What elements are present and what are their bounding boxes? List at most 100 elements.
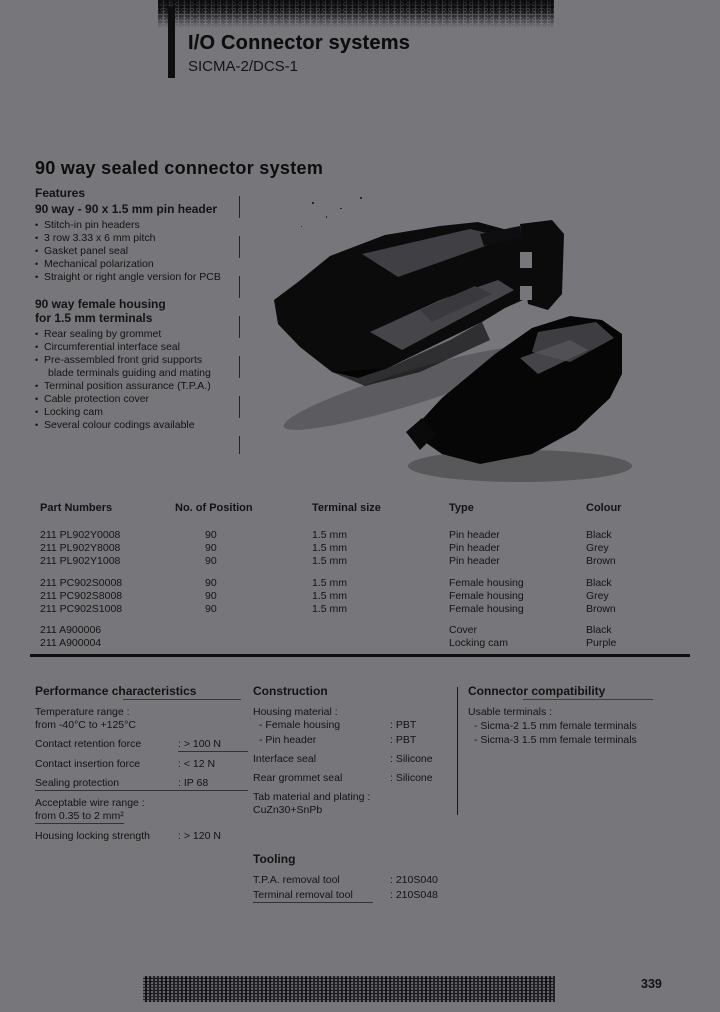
spec-value: : Silicone	[390, 772, 433, 784]
cell-part-number: 211 PL902Y0008	[40, 529, 121, 541]
spec-row: - Pin header : PBT	[253, 734, 455, 747]
feature-item: Circumferential interface seal	[35, 341, 250, 354]
cell-type: Female housing	[449, 590, 524, 602]
cell-part-number: 211 PC902S0008	[40, 577, 123, 589]
cell-terminal-size: 1.5 mm	[312, 542, 348, 554]
spec-value: : PBT	[390, 719, 417, 731]
spec-label-line1: Temperature range :	[35, 706, 130, 718]
cell-terminal-size: 1.5 mm	[312, 529, 348, 541]
performance-heading: Performance characteristics	[35, 684, 248, 700]
column-header-terminal-size: Terminal size	[312, 502, 381, 514]
features-list: Rear sealing by grommet Circumferential …	[35, 328, 250, 432]
spec-label: Terminal removal tool	[253, 889, 373, 903]
tooling-section: Tooling T.P.A. removal tool : 210S040 Te…	[253, 852, 478, 903]
cell-colour: Grey	[586, 590, 609, 602]
table-group-pin-headers: 211 PL902Y0008 90 1.5 mm Pin header Blac…	[40, 529, 695, 568]
cell-terminal-size: 1.5 mm	[312, 555, 348, 567]
parts-table: Part Numbers No. of Position Terminal si…	[40, 502, 695, 650]
cell-positions: 90	[205, 577, 217, 589]
spec-value: : > 120 N	[178, 830, 221, 842]
cell-colour: Black	[586, 577, 612, 589]
spec-label: Acceptable wire range : from 0.35 to 2 m…	[35, 797, 145, 824]
features-group-female-housing: 90 way female housing for 1.5 mm termina…	[35, 297, 250, 432]
cell-colour: Black	[586, 624, 612, 636]
cell-positions: 90	[205, 590, 217, 602]
compat-item: - Sicma-3 1.5 mm female terminals	[474, 734, 637, 746]
table-row: 211 A900006 Cover Black	[40, 624, 695, 637]
spec-label-line2: CuZn30+SnPb	[253, 804, 323, 816]
spec-row: Sealing protection : IP 68	[35, 777, 248, 791]
feature-item: Rear sealing by grommet	[35, 328, 250, 341]
feature-item: Gasket panel seal	[35, 245, 250, 258]
spec-label: T.P.A. removal tool	[253, 874, 340, 886]
spec-value: : < 12 N	[178, 758, 216, 770]
column-header-type: Type	[449, 502, 474, 514]
cell-terminal-size: 1.5 mm	[312, 603, 348, 615]
table-row: 211 PL902Y1008 90 1.5 mm Pin header Brow…	[40, 555, 695, 568]
spec-row: Temperature range : from -40°C to +125°C	[35, 706, 248, 732]
spec-label-line1: Acceptable wire range :	[35, 797, 145, 809]
performance-section: Performance characteristics Temperature …	[35, 684, 248, 843]
cell-type: Female housing	[449, 577, 524, 589]
cell-type: Pin header	[449, 542, 500, 554]
scan-artifact-line	[239, 196, 240, 454]
spec-row: Contact retention force : > 100 N	[35, 738, 248, 752]
spec-value: : Silicone	[390, 753, 433, 765]
spec-value: : > 100 N	[178, 738, 248, 752]
compatibility-heading: Connector compatibility	[468, 684, 710, 700]
spec-label: Interface seal	[253, 753, 317, 765]
cell-colour: Brown	[586, 555, 616, 567]
cell-terminal-size	[312, 624, 449, 637]
spec-label: Temperature range : from -40°C to +125°C	[35, 706, 136, 732]
cell-type: Pin header	[449, 555, 500, 567]
cell-type: Locking cam	[449, 637, 508, 649]
table-row: 211 PL902Y0008 90 1.5 mm Pin header Blac…	[40, 529, 695, 542]
spec-row: Terminal removal tool : 210S048	[253, 889, 478, 903]
cell-terminal-size: 1.5 mm	[312, 590, 348, 602]
features-heading: Features	[35, 186, 86, 200]
features-group-title: 90 way - 90 x 1.5 mm pin header	[35, 202, 218, 216]
cell-positions	[175, 624, 312, 637]
spec-row: Rear grommet seal : Silicone	[253, 772, 455, 785]
features-group-title-line2: for 1.5 mm terminals	[35, 311, 153, 325]
spec-label: - Female housing	[259, 719, 341, 731]
cell-part-number: 211 PC902S8008	[40, 590, 123, 602]
construction-section: Construction Housing material : - Female…	[253, 684, 455, 817]
spec-label: Tab material and plating : CuZn30+SnPb	[253, 791, 370, 817]
doc-title: I/O Connector systems	[188, 32, 411, 54]
tooling-heading: Tooling	[253, 852, 296, 866]
feature-item: Terminal position assurance (T.P.A.)	[35, 380, 250, 393]
cell-terminal-size	[312, 637, 449, 650]
page-title: 90 way sealed connector system	[35, 158, 324, 178]
table-bottom-rule	[30, 654, 690, 657]
feature-item: Cable protection cover	[35, 393, 250, 406]
cell-positions	[175, 637, 312, 650]
doc-subtitle: SICMA-2/DCS-1	[188, 58, 299, 75]
spec-label: Housing locking strength	[35, 830, 150, 842]
spec-value: : 210S048	[390, 889, 438, 901]
feature-item: Mechanical polarization	[35, 258, 250, 271]
construction-heading: Construction	[253, 684, 328, 698]
spec-row: Interface seal : Silicone	[253, 753, 455, 766]
column-header-colour: Colour	[586, 502, 622, 514]
cell-part-number: 211 PL902Y8008	[40, 542, 121, 554]
feature-item: Several colour codings available	[35, 419, 250, 432]
spec-value: : PBT	[390, 734, 417, 746]
table-row: 211 PC902S1008 90 1.5 mm Female housing …	[40, 603, 695, 616]
spec-row: - Female housing : PBT	[253, 719, 455, 732]
cell-part-number: 211 PC902S1008	[40, 603, 123, 615]
spec-row: Tab material and plating : CuZn30+SnPb	[253, 791, 455, 817]
spec-label: Rear grommet seal	[253, 772, 343, 784]
spec-label: Housing material :	[253, 706, 338, 718]
spec-label: - Pin header	[259, 734, 317, 746]
cell-colour: Brown	[586, 603, 616, 615]
spec-label: Contact retention force	[35, 738, 142, 750]
table-header-row: Part Numbers No. of Position Terminal si…	[40, 502, 695, 515]
page-number: 339	[641, 977, 662, 991]
feature-item: Stitch-in pin headers	[35, 219, 250, 232]
table-row: 211 PC902S0008 90 1.5 mm Female housing …	[40, 577, 695, 590]
footer-texture-bar	[143, 976, 555, 1002]
spec-row: Contact insertion force : < 12 N	[35, 758, 248, 771]
cell-positions: 90	[205, 603, 217, 615]
